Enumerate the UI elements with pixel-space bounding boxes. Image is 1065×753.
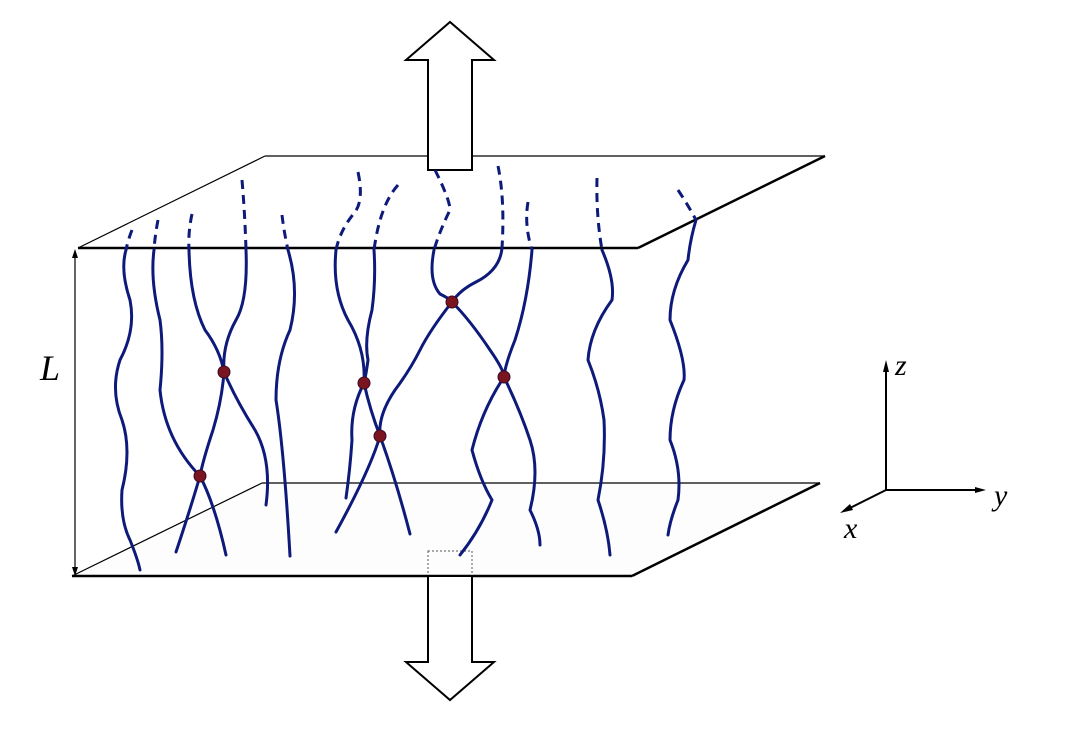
crosslink-node: [193, 469, 207, 483]
crosslink-node: [373, 429, 387, 443]
crosslink-node: [497, 370, 511, 384]
bottom-pull-arrow-icon: [403, 550, 497, 702]
fibers: [114, 218, 698, 572]
axis-y-label: y: [991, 479, 1008, 512]
crosslink-node: [357, 376, 371, 390]
coordinate-axes: [840, 360, 986, 513]
thickness-label: L: [39, 348, 60, 388]
axis-z-label: z: [894, 349, 907, 382]
crosslink-node: [217, 365, 231, 379]
crosslinks: [193, 295, 511, 483]
crosslink-node: [445, 295, 459, 309]
top-pull-arrow-icon: [403, 20, 497, 171]
axis-x-label: x: [843, 512, 858, 545]
top-plate: [77, 154, 826, 250]
fiber-dashed-segments: [124, 165, 698, 251]
thickness-dimension: [72, 249, 78, 576]
bottom-plate: [71, 481, 821, 578]
